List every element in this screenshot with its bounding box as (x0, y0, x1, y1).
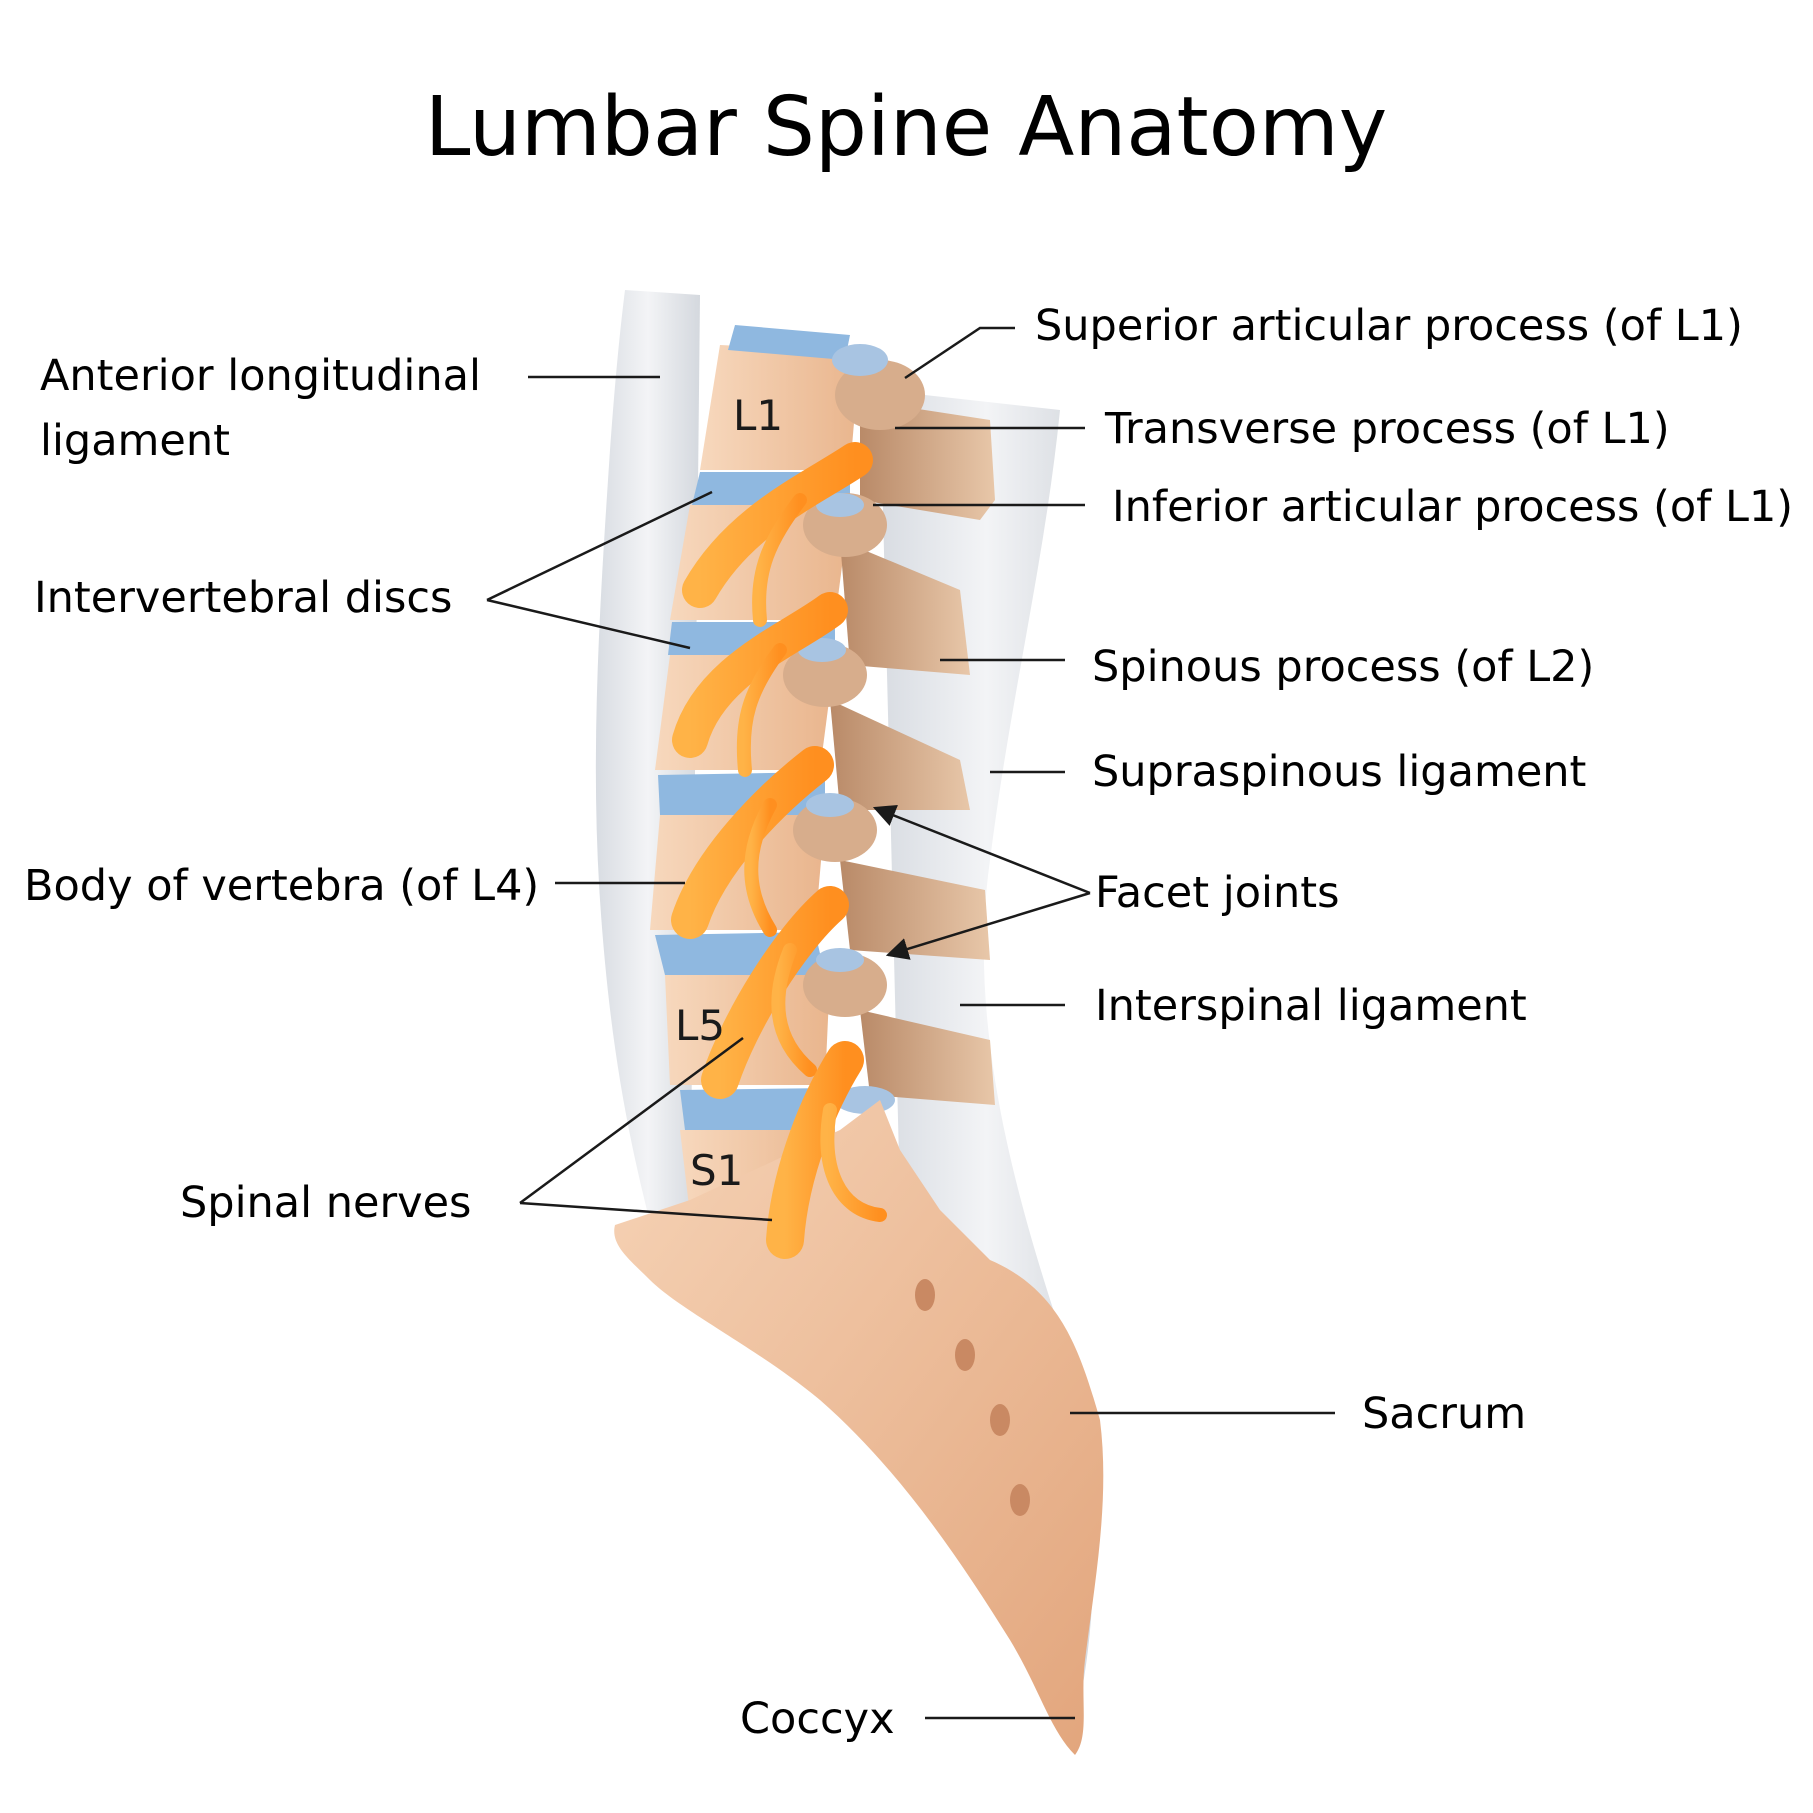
label-anterior-ligament-line2: ligament (40, 416, 230, 466)
vertebra-label-s1: S1 (690, 1146, 743, 1195)
label-facet-joints: Facet joints (1095, 868, 1339, 918)
label-sacrum: Sacrum (1362, 1389, 1526, 1439)
vertebra-label-l1: L1 (733, 391, 783, 440)
label-intervertebral-discs: Intervertebral discs (34, 573, 452, 623)
page-title: Lumbar Spine Anatomy (425, 80, 1388, 175)
sacral-foramina (915, 1279, 1030, 1516)
label-coccyx: Coccyx (740, 1694, 895, 1744)
spinous-processes (830, 400, 995, 1105)
articular-processes (783, 344, 925, 1114)
label-spinous-process: Spinous process (of L2) (1092, 642, 1594, 692)
label-anterior-ligament: Anterior longitudinal ligament (40, 351, 495, 466)
label-body-of-vertebra: Body of vertebra (of L4) (24, 861, 539, 911)
label-spinal-nerves: Spinal nerves (180, 1178, 471, 1228)
leader-lines (486, 326, 1335, 1720)
label-superior-articular: Superior articular process (of L1) (1035, 301, 1743, 351)
label-supraspinous-ligament: Supraspinous ligament (1092, 747, 1586, 797)
label-transverse-process: Transverse process (of L1) (1104, 404, 1670, 454)
label-anterior-ligament-line1: Anterior longitudinal (40, 351, 481, 401)
label-inferior-articular: Inferior articular process (of L1) (1112, 482, 1793, 532)
spinal-nerve-shapes (671, 442, 887, 1259)
label-interspinal-ligament: Interspinal ligament (1095, 981, 1527, 1031)
vertebra-label-l5: L5 (675, 1001, 725, 1050)
sacrum-shape (614, 1100, 1104, 1755)
